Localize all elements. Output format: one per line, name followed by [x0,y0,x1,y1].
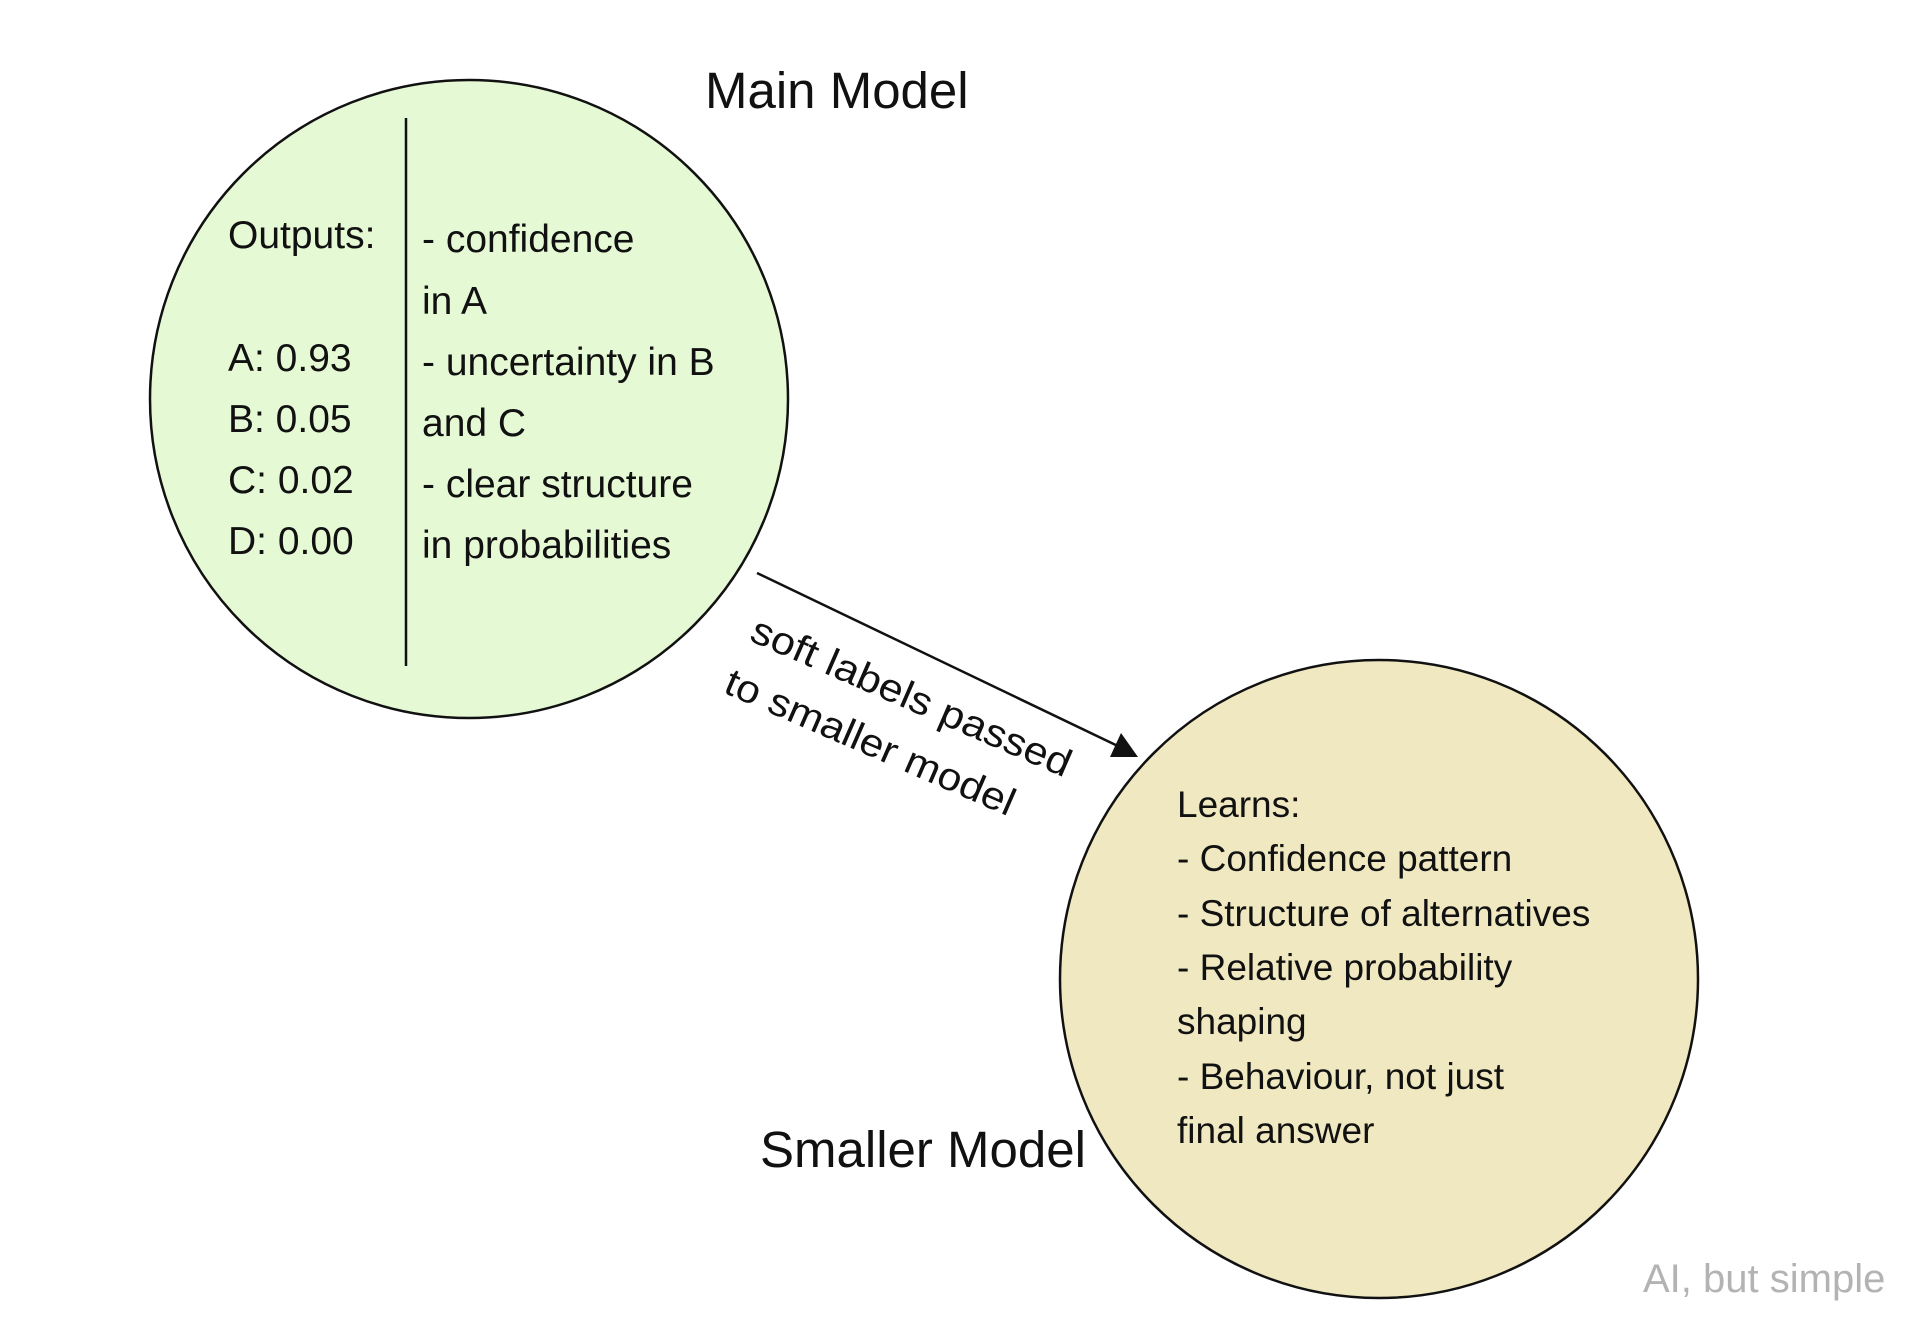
learns-item: - Relative probability [1177,947,1513,988]
watermark: AI, but simple [1643,1257,1885,1301]
output-prob-c: C: 0.02 [228,459,354,502]
learns-heading: Learns: [1177,784,1300,825]
outputs-heading: Outputs: [228,214,375,257]
learns-item: final answer [1177,1110,1374,1151]
main-note-line: and C [422,402,526,445]
main-model-node: Outputs: A: 0.93 B: 0.05 C: 0.02 D: 0.00… [148,78,790,720]
edge-arrow-line [756,571,1123,750]
learns-item: - Behaviour, not just [1177,1056,1505,1097]
arrowhead-icon [1110,733,1138,757]
main-model-circle [148,78,790,720]
output-prob-d: D: 0.00 [228,520,354,563]
output-prob-b: B: 0.05 [228,398,352,441]
smaller-model-circle [1058,658,1700,1300]
main-note-line: in probabilities [422,524,671,567]
main-note-line: - confidence [422,218,634,261]
soft-labels-edge: soft labels passed to smaller model [718,571,1138,825]
output-prob-a: A: 0.93 [228,337,352,380]
learns-item: shaping [1177,1001,1307,1042]
main-note-line: in A [422,280,487,323]
main-note-line: - uncertainty in B [422,341,715,384]
smaller-model-title: Smaller Model [760,1121,1086,1178]
smaller-model-node: Learns: - Confidence pattern - Structure… [1058,658,1700,1300]
main-note-line: - clear structure [422,463,693,506]
main-model-title: Main Model [705,62,969,119]
learns-item: - Confidence pattern [1177,838,1512,879]
learns-item: - Structure of alternatives [1177,893,1590,934]
